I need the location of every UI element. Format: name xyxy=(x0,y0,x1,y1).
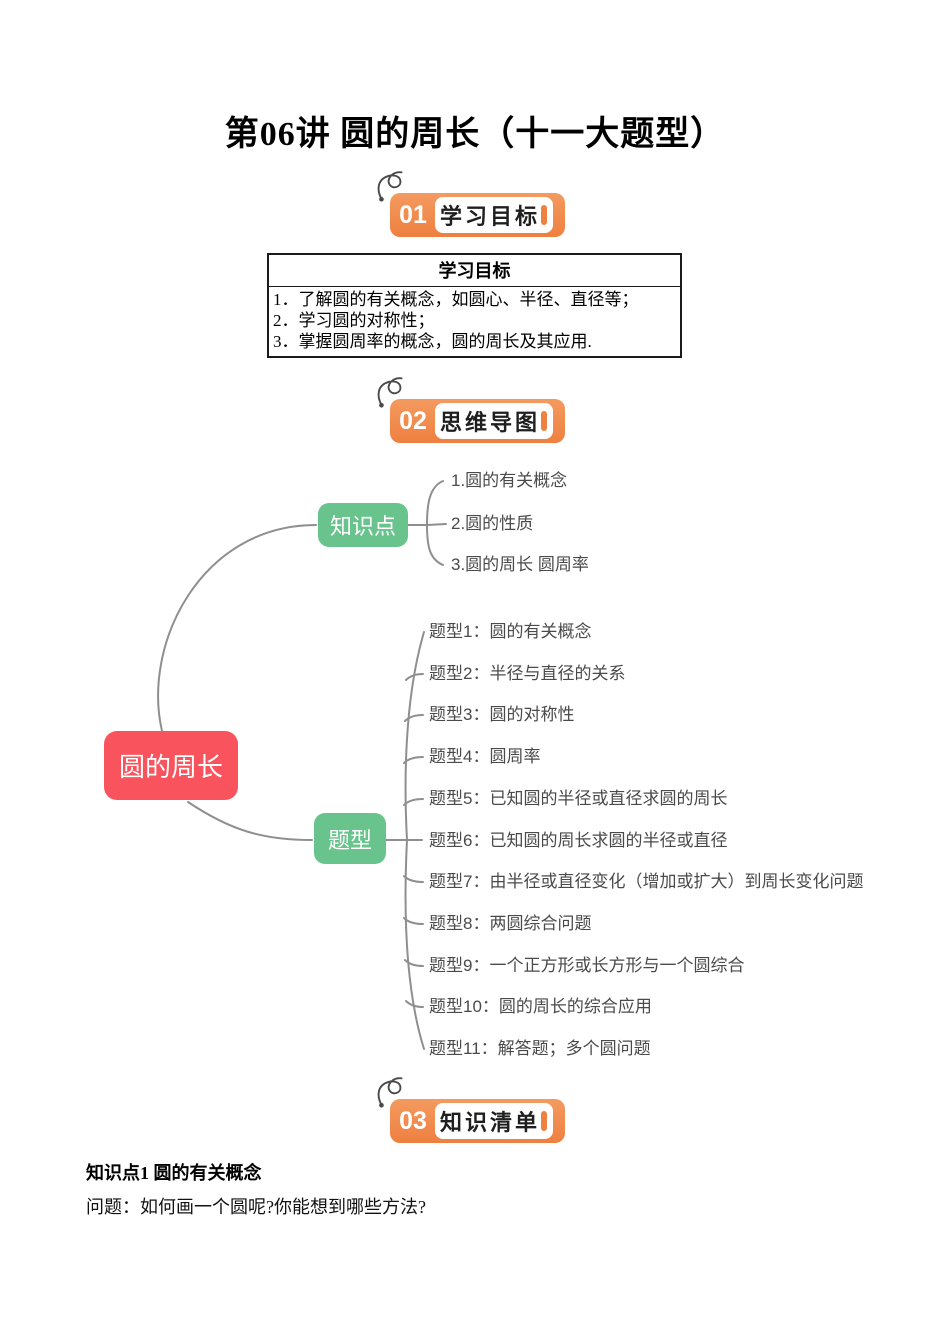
section-label-box: 思维导图 xyxy=(435,403,553,439)
section-label: 思维导图 xyxy=(439,410,540,435)
type-item: 题型5：已知圆的半径或直径求圆的周长 xyxy=(429,789,728,808)
mindmap: 圆的周长 知识点 题型 1.圆的有关概念 2.圆的性质 3.圆的周长 圆周率 题… xyxy=(0,455,950,1080)
pin-icon xyxy=(377,377,403,408)
section-label-box: 知识清单 xyxy=(435,1103,553,1139)
section-badge-01: 01 学习目标 xyxy=(377,171,565,237)
knowledge-item: 3.圆的周长 圆周率 xyxy=(451,555,589,574)
type-item: 题型4：圆周率 xyxy=(429,747,541,766)
type-item: 题型3：圆的对称性 xyxy=(429,705,575,724)
knowledge-item: 2.圆的性质 xyxy=(451,514,534,533)
section-number: 03 xyxy=(399,1106,427,1135)
goals-table-body: 1．了解圆的有关概念，如圆心、半径、直径等； 2．学习圆的对称性； 3．掌握圆周… xyxy=(267,286,682,358)
type-item: 题型9：一个正方形或长方形与一个圆综合 xyxy=(429,956,745,975)
question-text: 问题：如何画一个圆呢?你能想到哪些方法? xyxy=(86,1197,426,1217)
type-item: 题型2：半径与直径的关系 xyxy=(429,664,626,683)
badge-notch xyxy=(541,205,547,225)
type-item: 题型11：解答题；多个圆问题 xyxy=(429,1039,651,1058)
section-label: 知识清单 xyxy=(439,1110,540,1135)
section-number: 01 xyxy=(399,200,427,229)
type-item: 题型10：圆的周长的综合应用 xyxy=(429,997,652,1016)
knowledge-point-heading: 知识点1 圆的有关概念 xyxy=(86,1163,262,1183)
badge-notch xyxy=(541,411,547,431)
knowledge-node: 知识点 xyxy=(318,503,408,547)
goal-item: 2．学习圆的对称性； xyxy=(273,311,435,330)
badge-notch xyxy=(541,1111,547,1131)
type-item: 题型1：圆的有关概念 xyxy=(429,622,592,641)
goal-item: 3．掌握圆周率的概念，圆的周长及其应用. xyxy=(273,332,592,351)
section-badge-03: 03 知识清单 xyxy=(377,1077,565,1143)
type-item: 题型8：两圆综合问题 xyxy=(429,914,592,933)
section-badge-02: 02 思维导图 xyxy=(377,377,565,443)
connector-lines xyxy=(157,480,447,1050)
learning-goals-table: 学习目标 1．了解圆的有关概念，如圆心、半径、直径等； 2．学习圆的对称性； 3… xyxy=(267,253,682,358)
types-node: 题型 xyxy=(314,813,386,864)
page-title: 第06讲 圆的周长（十一大题型） xyxy=(224,116,726,153)
goal-item: 1．了解圆的有关概念，如圆心、半径、直径等； xyxy=(273,290,639,309)
pin-icon xyxy=(377,1077,403,1108)
section-number: 02 xyxy=(399,406,427,435)
knowledge-item: 1.圆的有关概念 xyxy=(451,471,568,490)
section-label: 学习目标 xyxy=(439,204,540,229)
type-item: 题型7：由半径或直径变化（增加或扩大）到周长变化问题 xyxy=(429,872,864,891)
type-item: 题型6：已知圆的周长求圆的半径或直径 xyxy=(429,831,728,850)
section-label-box: 学习目标 xyxy=(435,197,553,233)
root-node: 圆的周长 xyxy=(104,731,238,800)
goals-table-header: 学习目标 xyxy=(267,253,682,287)
pin-icon xyxy=(377,171,403,202)
